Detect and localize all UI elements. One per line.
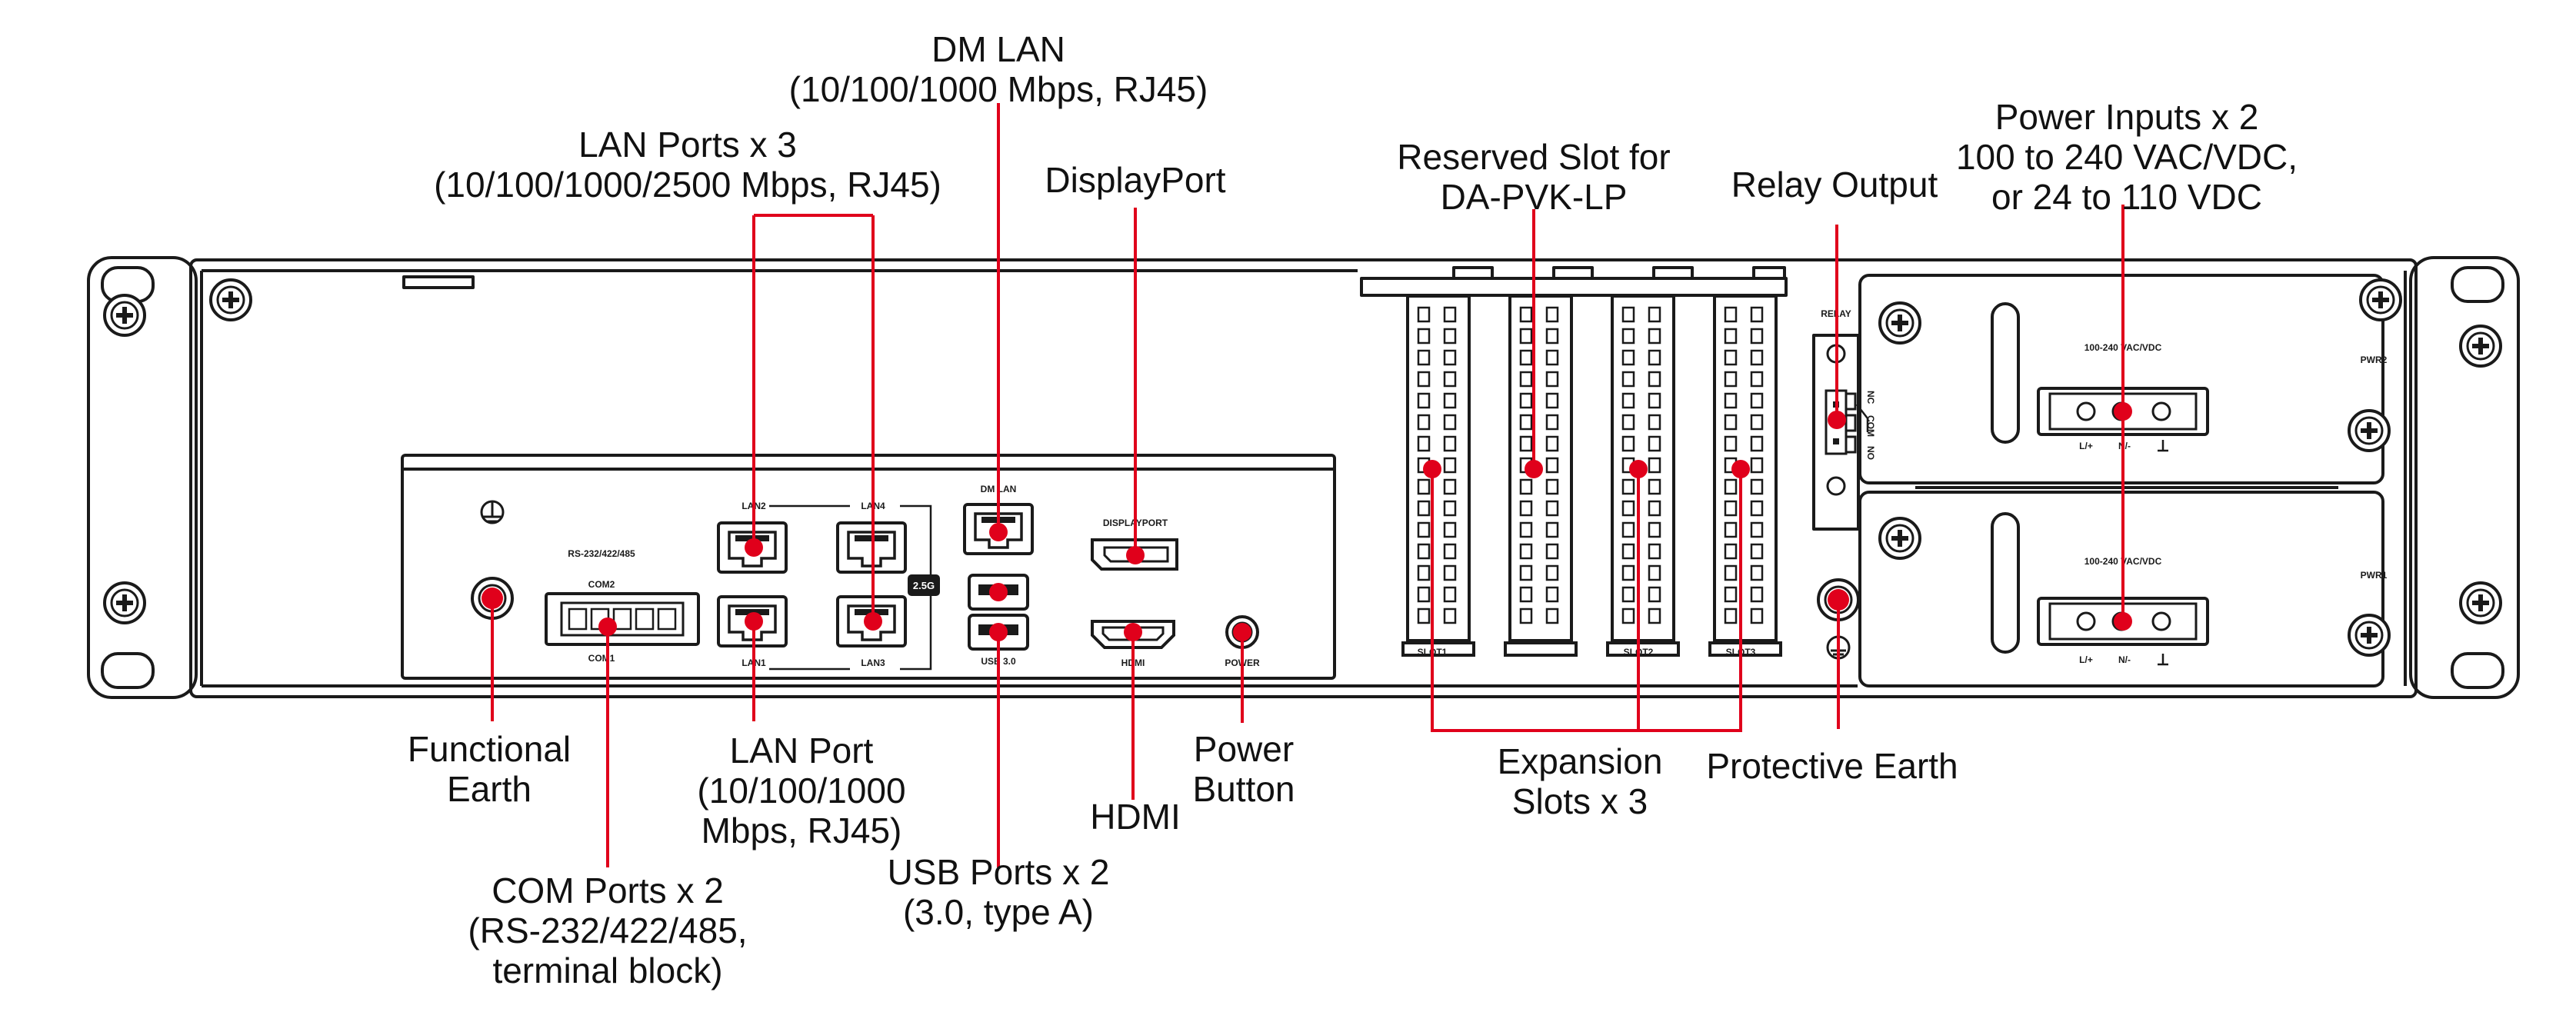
callout-line: terminal block) xyxy=(492,950,723,990)
label-badge-25g: 2.5G xyxy=(913,580,935,591)
callout-line: (3.0, type A) xyxy=(902,892,1094,932)
callout-line: 100 to 240 VAC/VDC, xyxy=(1955,137,2298,177)
callout-line: DisplayPort xyxy=(1045,160,1226,200)
callout-line: USB Ports x 2 xyxy=(887,852,1110,892)
label-com: COM xyxy=(1865,415,1876,437)
com-terminal-block xyxy=(545,592,700,646)
terminal-cell xyxy=(657,608,677,631)
callout-usb-ports: USB Ports x 2(3.0, type A) xyxy=(888,852,1110,932)
callout-line: Slots x 3 xyxy=(1511,781,1648,821)
callout-line: Mbps, RJ45) xyxy=(701,811,902,851)
functional-earth-symbol xyxy=(480,500,505,524)
callout-line: DA-PVK-LP xyxy=(1440,177,1628,217)
callout-line: or 24 to 110 VDC xyxy=(1991,177,2262,217)
callout-line: Power xyxy=(1193,729,1295,769)
callout-line: Functional xyxy=(407,729,572,769)
callout-line: COM Ports x 2 xyxy=(492,871,724,910)
label-no: NO xyxy=(1865,446,1876,460)
label-lan3: LAN3 xyxy=(861,657,885,668)
callout-line: HDMI xyxy=(1090,797,1181,837)
callout-dm-lan: DM LAN(10/100/1000 Mbps, RJ45) xyxy=(789,29,1208,109)
slot-foot xyxy=(1504,641,1578,657)
callout-dots xyxy=(482,402,2132,641)
callout-line: LAN Ports x 3 xyxy=(578,125,797,165)
callout-line: Power Inputs x 2 xyxy=(1994,97,2259,137)
leader-lines xyxy=(491,103,2124,867)
slot-foot xyxy=(1401,641,1475,657)
callout-line: Earth xyxy=(447,769,532,809)
slot-foot xyxy=(1708,641,1782,657)
terminal-cell xyxy=(568,608,588,631)
callout-line: (10/100/1000 xyxy=(697,771,906,811)
callout-line: Protective Earth xyxy=(1706,746,1958,786)
label-pwr2: PWR2 xyxy=(2361,355,2388,365)
label-com1: COM1 xyxy=(588,653,615,664)
callout-line: Reserved Slot for xyxy=(1397,137,1671,177)
callout-relay-output: Relay Output xyxy=(1731,165,1938,205)
callout-com-ports: COM Ports x 2(RS-232/422/485,terminal bl… xyxy=(468,871,747,990)
callout-line: Relay Output xyxy=(1731,165,1938,205)
terminal-cell xyxy=(612,608,632,631)
callout-line: (RS-232/422/485, xyxy=(468,910,748,950)
callout-displayport: DisplayPort xyxy=(1045,160,1225,200)
label-rs232: RS-232/422/485 xyxy=(568,548,635,559)
label-n-minus-bottom: N/- xyxy=(2118,654,2131,665)
label-l-plus-bottom: L/+ xyxy=(2079,654,2093,665)
terminal-cell xyxy=(635,608,655,631)
label-com2: COM2 xyxy=(588,579,615,590)
slot-foot xyxy=(1606,641,1680,657)
callout-line: (10/100/1000/2500 Mbps, RJ45) xyxy=(434,165,941,205)
callout-line: LAN Port xyxy=(729,731,874,771)
callout-line: (10/100/1000 Mbps, RJ45) xyxy=(788,69,1208,109)
label-pwr1: PWR1 xyxy=(2361,570,2388,581)
callout-line: DM LAN xyxy=(931,29,1065,69)
callout-line: Button xyxy=(1192,769,1295,809)
callout-hdmi: HDMI xyxy=(1090,797,1181,837)
callout-line: Expansion xyxy=(1497,741,1663,781)
label-l-plus-top: L/+ xyxy=(2079,441,2093,451)
callout-protective-earth: Protective Earth xyxy=(1706,746,1958,786)
label-nc: NC xyxy=(1865,391,1876,404)
callout-lan-ports: LAN Ports x 3(10/100/1000/2500 Mbps, RJ4… xyxy=(434,125,941,205)
